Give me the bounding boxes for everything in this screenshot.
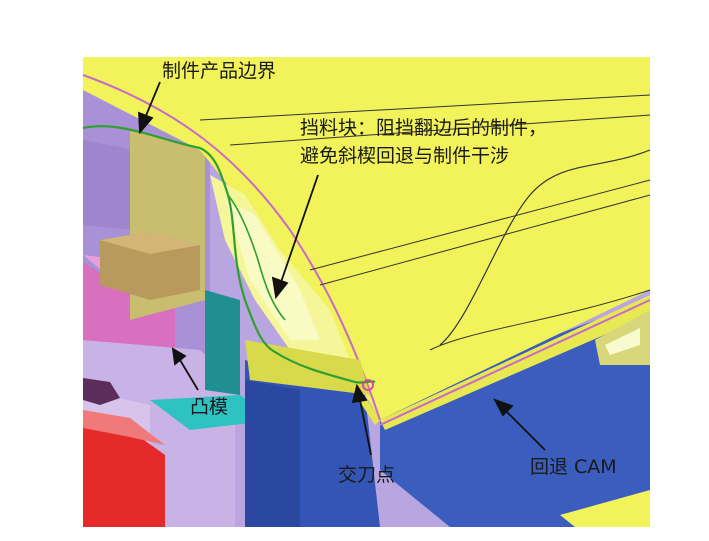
- arrowhead-product-boundary: [138, 111, 154, 135]
- product-boundary-line: [82, 125, 376, 384]
- cam-lower-plate: [560, 490, 650, 527]
- arrowhead-cam: [493, 398, 514, 417]
- knife-point-marker: [362, 379, 374, 391]
- sheet-line-3: [309, 179, 651, 271]
- arrowhead-knife-point: [351, 383, 368, 404]
- teal-punch-floor: [150, 395, 275, 430]
- label-cam-return: 回退 CAM: [530, 456, 617, 478]
- label-product-boundary: 制件产品边界: [162, 60, 277, 82]
- stopper-top-face: [100, 232, 200, 254]
- teal-punch: [205, 290, 240, 395]
- product-sheet: [83, 57, 650, 420]
- cam-body-dark: [245, 380, 300, 527]
- sheet-curve: [439, 149, 651, 346]
- product-lower-edge: [379, 299, 651, 426]
- arrows: [138, 81, 546, 456]
- sheet-line-1: [199, 94, 651, 121]
- dark-step: [83, 378, 120, 405]
- sheet-line-2: [229, 114, 651, 146]
- red-block: [83, 420, 165, 527]
- right-tab-hole: [605, 328, 640, 355]
- arrow-cam: [504, 409, 546, 451]
- product-edge-line: [82, 74, 381, 421]
- arrow-stopper: [279, 174, 319, 286]
- label-stopper-line2: 避免斜楔回退与制件干涉: [300, 145, 510, 167]
- arrowhead-punch: [171, 347, 187, 366]
- sheet-curve-2: [429, 289, 651, 351]
- label-stopper-line1: 挡料块：阻挡翻边后的制件，: [300, 117, 548, 139]
- label-punch: 凸模: [190, 396, 229, 418]
- arrowhead-stopper: [271, 276, 289, 300]
- arrow-product-boundary: [144, 81, 161, 119]
- left-upper-block: [83, 140, 135, 230]
- sheet-line-4: [319, 194, 651, 286]
- arrow-punch: [179, 359, 199, 391]
- boundary-line-branch: [227, 194, 286, 321]
- red-block-top: [83, 410, 165, 445]
- arrow-knife-point: [359, 399, 372, 456]
- cam-body: [380, 300, 650, 527]
- label-knife-point: 交刀点: [338, 464, 396, 486]
